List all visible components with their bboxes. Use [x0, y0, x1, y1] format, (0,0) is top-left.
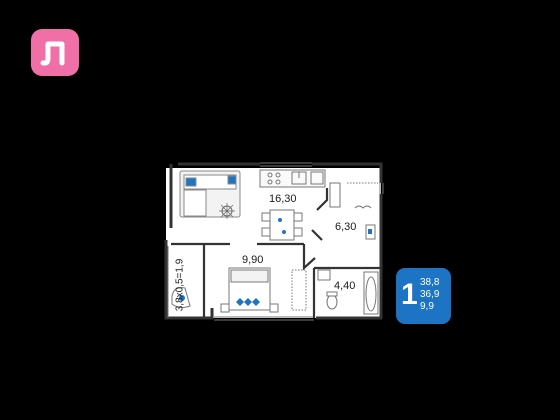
bathroom-fixtures [291, 269, 379, 315]
apartment-info-badge: 1 38,8 36,9 9,9 [396, 268, 451, 324]
brand-logo [31, 29, 79, 76]
room-area-bathroom: 4,40 [334, 280, 356, 292]
logo-letter-icon [40, 41, 65, 66]
kitchen-area: 9,9 [420, 301, 434, 312]
room-area-hall: 6,30 [335, 221, 357, 233]
living-table [219, 203, 235, 219]
bed [220, 267, 279, 313]
sofa [179, 170, 241, 218]
room-count: 1 [401, 278, 418, 311]
balcony-chair [171, 287, 191, 309]
outer-walls [164, 162, 383, 320]
inner-walls [171, 188, 381, 318]
total-area: 38,8 [420, 277, 440, 288]
area-list: 38,8 36,9 9,9 [420, 277, 439, 313]
hall-wardrobe [329, 182, 378, 240]
windows [167, 162, 384, 321]
room-area-bedroom: 9,90 [242, 254, 264, 266]
dining-table [261, 209, 303, 241]
room-area-balcony: 3,8x0,5=1,9 [174, 258, 186, 312]
room-area-living: 16,30 [269, 193, 297, 205]
living-area: 36,9 [420, 289, 440, 300]
kitchen-counter [259, 169, 326, 188]
